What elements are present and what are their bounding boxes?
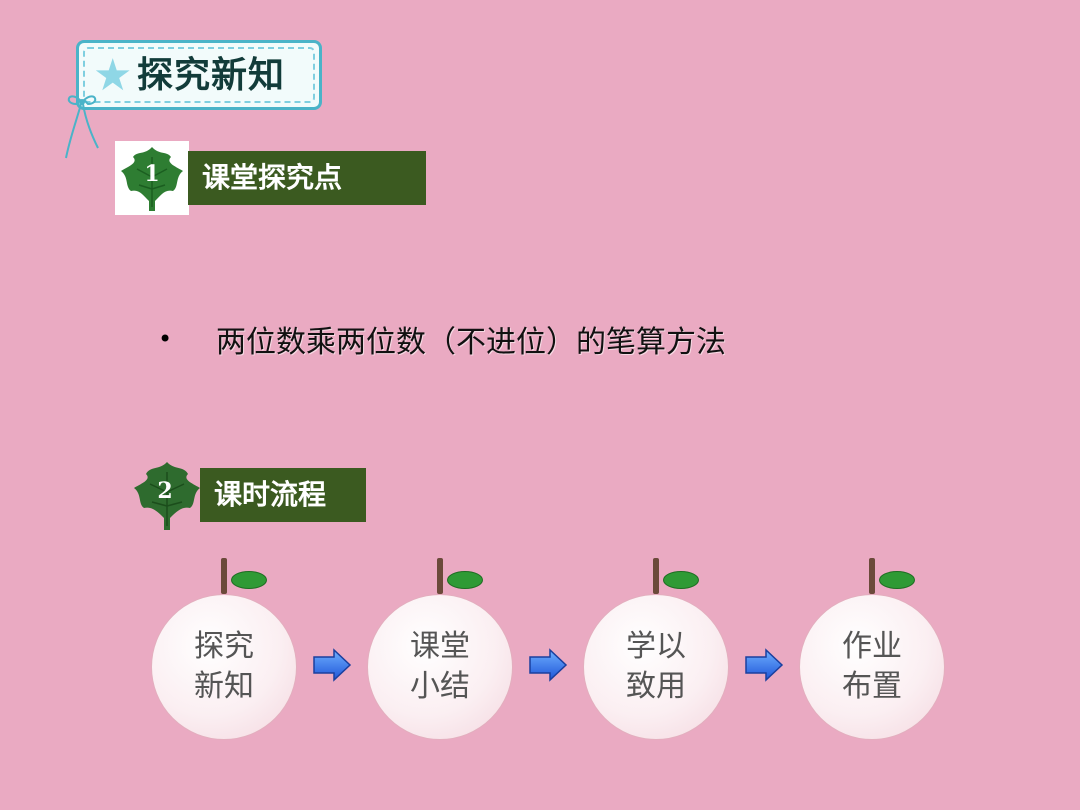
flow-step-homework: 作业 布置 <box>799 558 947 740</box>
flow-step-apply: 学以 致用 <box>583 558 731 740</box>
fruit-circle <box>367 594 513 740</box>
bullet-text: 两位数乘两位数（不进位）的笔算方法 <box>216 325 726 360</box>
step-label-line1: 作业 <box>842 629 902 664</box>
page-title: 探究新知 <box>137 55 286 96</box>
stem <box>437 558 443 594</box>
fruit-circle <box>799 594 945 740</box>
section-1-leaf-icon: 1 <box>115 141 189 215</box>
section-1-number: 1 <box>144 161 160 187</box>
step-label-line1: 学以 <box>626 629 686 664</box>
section-2-label: 课时流程 <box>200 468 366 522</box>
leaf-icon <box>663 571 699 589</box>
leaf-icon <box>231 571 267 589</box>
stem <box>221 558 227 594</box>
step-label-line1: 探究 <box>194 629 254 664</box>
flow-step-summary: 课堂 小结 <box>367 558 515 740</box>
step-label-line2: 小结 <box>410 669 470 704</box>
bullet-dot: • <box>158 325 173 353</box>
arrow-right-icon <box>313 648 352 682</box>
step-label-line2: 新知 <box>194 669 254 704</box>
stem <box>869 558 875 594</box>
star-icon: ★ <box>93 50 133 101</box>
section-2-number: 2 <box>157 478 173 504</box>
step-label-line2: 致用 <box>626 669 686 704</box>
step-label-line1: 课堂 <box>410 629 470 664</box>
arrow-right-icon <box>745 648 784 682</box>
leaf-icon <box>879 571 915 589</box>
fruit-circle <box>151 594 297 740</box>
banner-dashed-border <box>83 47 315 103</box>
bullet-item: • 两位数乘两位数（不进位）的笔算方法 <box>150 316 726 362</box>
flow-step-explore: 探究 新知 <box>151 558 299 740</box>
step-label-line2: 布置 <box>842 669 902 704</box>
arrow-right-icon <box>529 648 568 682</box>
stem <box>653 558 659 594</box>
section-2-leaf-icon: 2 <box>130 458 204 532</box>
fruit-circle <box>583 594 729 740</box>
section-1-label: 课堂探究点 <box>188 151 426 205</box>
title-banner: ★ 探究新知 <box>76 40 322 110</box>
ribbon-bow-icon <box>65 95 99 159</box>
leaf-icon <box>447 571 483 589</box>
